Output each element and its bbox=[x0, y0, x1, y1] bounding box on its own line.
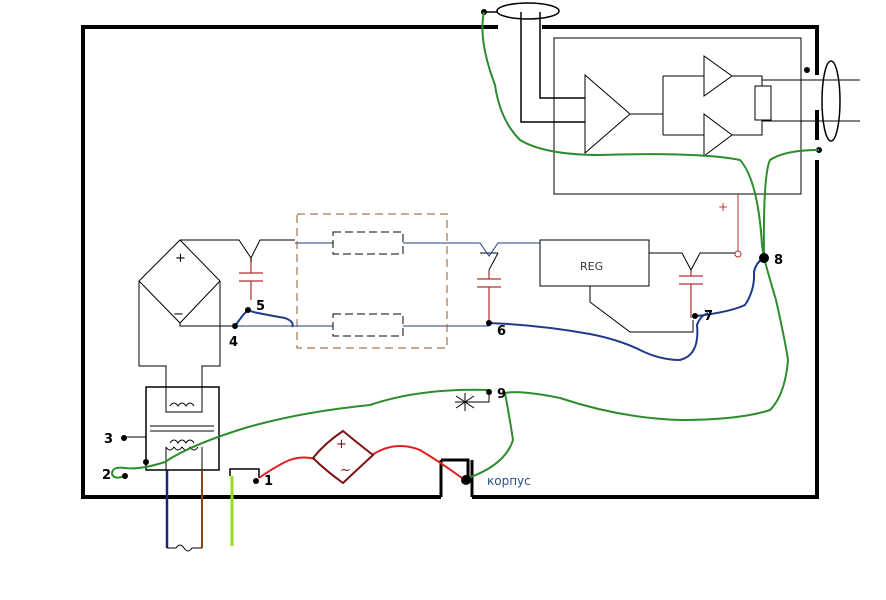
capacitor-c2 bbox=[477, 270, 501, 323]
ac-tilde-label: ~ bbox=[340, 463, 351, 478]
ac-source-symbol bbox=[311, 429, 375, 485]
transformer-block bbox=[145, 386, 220, 471]
filter-box-dashed bbox=[296, 213, 448, 349]
node-4-label: 4 bbox=[229, 335, 238, 350]
amplifier-module bbox=[553, 37, 802, 195]
green-wire-node8-to-9 bbox=[467, 257, 790, 479]
node-1 bbox=[253, 478, 259, 484]
regulator-box bbox=[539, 239, 650, 287]
red-wire-right bbox=[371, 445, 463, 479]
blue-wire-node4-link bbox=[234, 309, 249, 327]
input-amplifier-triangle bbox=[584, 73, 631, 155]
ac-plus-label: + bbox=[336, 437, 347, 452]
mains-plug-symbol bbox=[167, 544, 202, 552]
output-amplifier-top-triangle bbox=[703, 55, 733, 97]
node9-connector bbox=[474, 392, 490, 403]
bridge-plus-label: + bbox=[175, 251, 186, 266]
node-6-label: 6 bbox=[497, 324, 506, 339]
chassis-terminal-wire bbox=[441, 458, 470, 478]
filter-resistor-top bbox=[332, 231, 404, 255]
node-2 bbox=[122, 473, 128, 479]
earth-terminal-wire bbox=[229, 468, 260, 478]
regulator-label: REG bbox=[580, 260, 603, 273]
green-wire-input-shield bbox=[481, 11, 765, 259]
green-wire-node9-to-2 bbox=[110, 388, 490, 479]
output-node-a bbox=[804, 67, 810, 73]
supply-wiring-black bbox=[138, 194, 739, 388]
node-8-label: 8 bbox=[774, 253, 783, 268]
input-coax-connector bbox=[496, 2, 560, 20]
green-wire-output-shield bbox=[762, 149, 820, 259]
input-coax-wires bbox=[520, 12, 585, 123]
node-3 bbox=[121, 435, 127, 441]
transformer-windings bbox=[150, 388, 214, 470]
enclosure-frame-gap-left bbox=[439, 460, 474, 497]
enclosure-frame bbox=[81, 25, 819, 499]
blue-wire-node7-to-8 bbox=[696, 257, 765, 317]
korpus-label: корпус bbox=[487, 474, 531, 488]
node-6 bbox=[486, 320, 492, 326]
blue-wire-node5 bbox=[247, 309, 294, 328]
node-9-label: 9 bbox=[497, 387, 506, 402]
chassis-terminal bbox=[461, 475, 471, 485]
node-9 bbox=[486, 389, 492, 395]
capacitor-c1 bbox=[239, 258, 263, 300]
node-2b bbox=[143, 459, 149, 465]
bridge-minus-label: − bbox=[173, 307, 184, 322]
red-wire-left bbox=[258, 456, 316, 479]
node-5-label: 5 bbox=[256, 299, 265, 314]
node-8 bbox=[759, 253, 769, 263]
filter-resistor-bottom bbox=[332, 313, 404, 337]
node-7-label: 7 bbox=[704, 309, 713, 324]
capacitor-c3 bbox=[679, 270, 703, 318]
output-amplifier-bottom-triangle bbox=[703, 113, 733, 157]
spark-gap-symbol bbox=[455, 393, 475, 411]
plus-terminal bbox=[734, 250, 742, 258]
node-5 bbox=[245, 307, 251, 313]
blue-wire-node6-to-7 bbox=[488, 312, 709, 362]
output-resistor bbox=[754, 85, 772, 121]
output-coax-connector bbox=[821, 60, 841, 142]
node-1-label: 1 bbox=[264, 474, 273, 489]
node-2-label: 2 bbox=[102, 468, 111, 483]
plus-mark-label: + bbox=[718, 200, 728, 214]
node-7 bbox=[692, 313, 698, 319]
node-4 bbox=[232, 323, 238, 329]
amplifier-internal-wiring bbox=[630, 75, 860, 136]
green-wire-node3-link bbox=[124, 436, 147, 462]
node-3-label: 3 bbox=[104, 432, 113, 447]
